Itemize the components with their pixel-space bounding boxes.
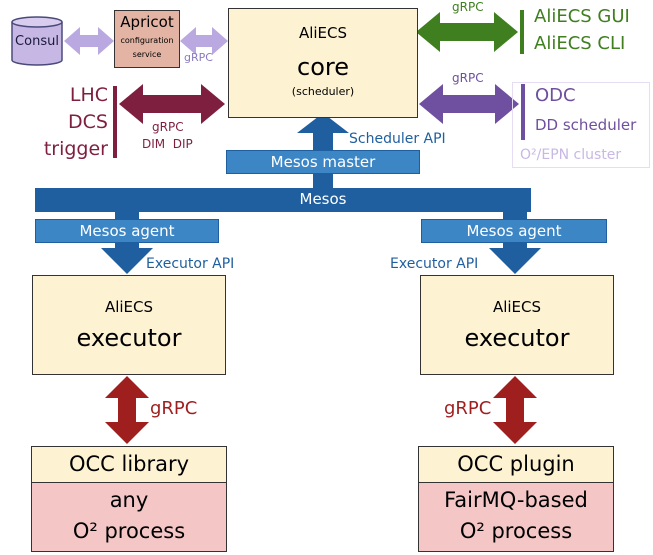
process-left-line1: any — [109, 488, 149, 512]
core-gui-grpc-label: gRPC — [452, 0, 484, 14]
process-box-left — [31, 482, 227, 552]
occ-plugin-label: OCC plugin — [457, 452, 575, 476]
executor-box-right — [420, 275, 614, 375]
odc-grpc-label: gRPC — [452, 71, 484, 85]
core-odc-arrow — [419, 84, 525, 140]
mesos-agent-box-right — [421, 219, 607, 243]
core-title: AliECS — [298, 24, 348, 42]
executor-title-right: AliECS — [492, 298, 542, 316]
lhc-grpc-label: gRPC — [152, 120, 184, 134]
core-name: core — [297, 53, 349, 81]
apricot-core-arrow — [180, 27, 228, 55]
lhc-label: LHC — [69, 84, 108, 106]
epn-cluster-label: O²/EPN cluster — [520, 147, 622, 163]
executor-name-right: executor — [464, 324, 570, 352]
process-right-line1: FairMQ-based — [444, 488, 588, 512]
consul-database-icon — [11, 16, 63, 66]
mesos-master-label: Mesos master — [270, 153, 376, 171]
lhc-core-arrow — [113, 84, 225, 158]
executor-occ-arrow-left — [105, 376, 149, 444]
scheduler-api-label: Scheduler API — [349, 131, 446, 147]
core-gui-arrow — [416, 10, 524, 54]
core-box — [228, 8, 418, 118]
consul-label: Consul — [15, 34, 59, 49]
core-scheduler: (scheduler) — [291, 85, 355, 98]
apricot-title: Apricot — [120, 13, 174, 31]
odc-label: ODC — [535, 85, 576, 106]
executor-title-left: AliECS — [104, 298, 154, 316]
mesos-label: Mesos — [299, 190, 347, 208]
executor-box-left — [32, 275, 226, 375]
gui-label: AliECS GUI — [534, 6, 630, 27]
mesos-agent-label-left: Mesos agent — [79, 222, 175, 240]
dd-scheduler-label: DD scheduler — [535, 116, 637, 134]
consul-apricot-arrow — [64, 27, 114, 55]
cli-label: AliECS CLI — [534, 33, 626, 54]
executor-occ-arrow-right — [493, 376, 537, 444]
process-left-line2: O² process — [72, 519, 186, 543]
executor-grpc-label-left: gRPC — [150, 398, 198, 419]
occ-library-label: OCC library — [68, 452, 190, 476]
apricot-subtitle-2: service — [132, 50, 162, 59]
mesos-master-box — [226, 150, 420, 174]
dcs-label: DCS — [68, 111, 108, 133]
apricot-box — [114, 10, 180, 68]
mesos-agent-box-left — [35, 219, 219, 243]
apricot-subtitle-1: configuration — [120, 36, 174, 45]
apricot-grpc-label: gRPC — [184, 51, 213, 64]
process-box-right — [418, 482, 614, 552]
process-right-line2: O² process — [459, 519, 573, 543]
executor-api-label-left: Executor API — [146, 256, 235, 272]
executor-api-label-right: Executor API — [390, 256, 479, 272]
executor-name-left: executor — [76, 324, 182, 352]
epn-cluster-frame — [512, 82, 650, 168]
mesos-agent-label-right: Mesos agent — [466, 222, 562, 240]
lhc-protocols-label: DIM DIP — [142, 137, 193, 151]
occ-plugin-box — [418, 446, 614, 483]
executor-grpc-label-right: gRPC — [444, 398, 492, 419]
trigger-label: trigger — [43, 138, 108, 160]
